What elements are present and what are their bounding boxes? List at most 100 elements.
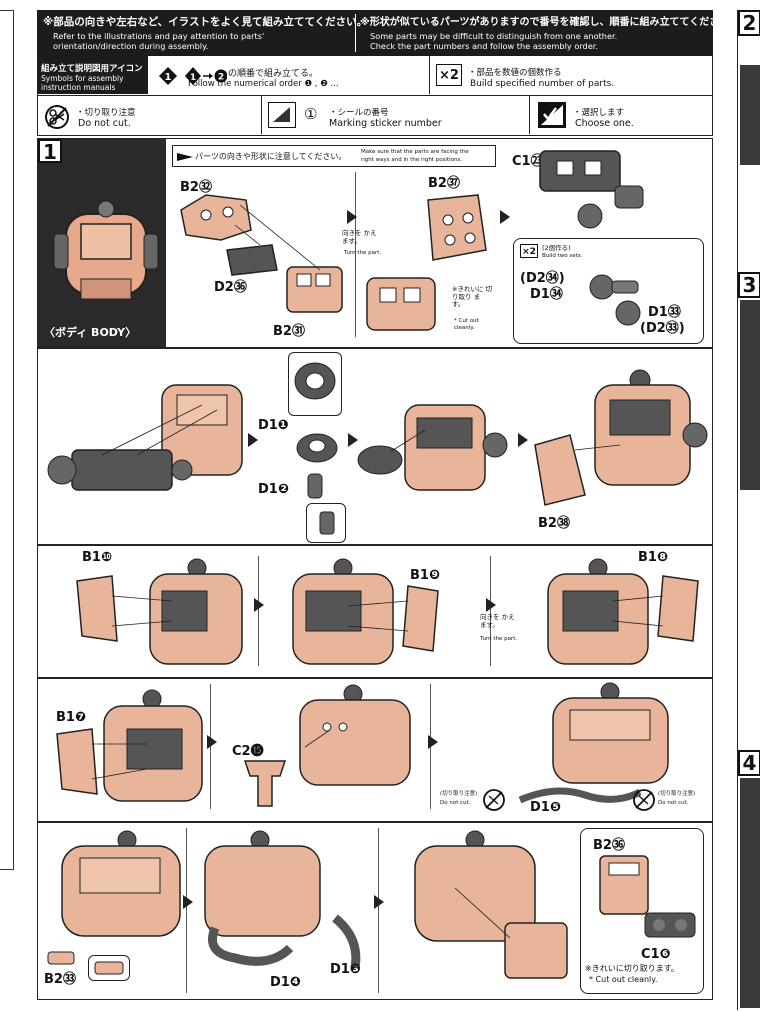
step1-body-panel: 1 〈ボディ BODY〉: [38, 139, 166, 347]
symbols-divider: [429, 56, 430, 94]
header-left-en2: orientation/direction during assembly.: [53, 41, 209, 51]
header-bar: ※部品の向きや左右など、イラストをよく見て組み立ててください。 Refer to…: [37, 10, 739, 56]
label-b1-10: B1❿: [82, 550, 112, 565]
build-two-icon: ×2: [520, 244, 538, 258]
part-c2-15: [243, 760, 287, 807]
next-arrow: [254, 598, 264, 612]
symbols-title: 組み立て説明図用アイコン Symbols for assembly instru…: [38, 56, 148, 94]
sticker-icon: [268, 102, 296, 128]
label-d1-33: D1㉝: [648, 305, 681, 320]
multiply-icon: ×2: [436, 64, 462, 86]
cut-note-en-left: Do not cut.: [440, 800, 471, 806]
build-two-panel: ×2 (2個作る) Build two sets. (D2㉞) D1㉞ D1㉝ …: [513, 238, 704, 344]
next-arrow: [486, 598, 496, 612]
row4-illustration-1: [56, 689, 203, 802]
symbols-row-2: ・切り取り注意 Do not cut. ① ・シールの番号 Marking st…: [37, 96, 713, 136]
step1-frame: [37, 138, 713, 1000]
label-b1-9: B1❾: [410, 568, 440, 583]
part-b2-31: [286, 266, 343, 313]
header-right-en2: Check the part numbers and follow the as…: [370, 41, 599, 51]
symbols-title-jp: 組み立て説明図用アイコン: [41, 64, 143, 74]
row-divider-2: [38, 544, 712, 546]
row5-divider-2: [378, 828, 379, 993]
orientation-note: パーツの向きや形状に注意してください。 Make sure that the p…: [172, 145, 496, 167]
cutout-jp-1: ※きれいに 切り取り ます。: [452, 285, 493, 308]
label-d2-36: D2㊱: [214, 280, 247, 295]
prev-page-strip: [0, 10, 14, 870]
order-jp: の順番で組み立てる。: [228, 69, 319, 79]
next-step-4-art: [740, 778, 760, 1008]
part-c1-6: [644, 912, 696, 938]
scissors-icon: [482, 788, 506, 816]
part-d1-1: [296, 433, 338, 463]
row4-illustration-3: [552, 682, 669, 784]
scissors-icon: [44, 104, 70, 134]
label-d1-5: D1❺: [530, 800, 561, 815]
row1-divider-1: [355, 172, 356, 337]
choose-en: Choose one.: [575, 118, 634, 129]
svg-text:1: 1: [190, 73, 196, 83]
cutout-jp-2: ※きれいに切り取ります。: [585, 964, 679, 973]
label-c2-15: C2⓯: [232, 744, 264, 759]
row2-illustration-2: [357, 404, 508, 491]
label-b2-32: B2㉜: [180, 180, 212, 195]
part-d2-36: [226, 244, 278, 276]
header-right-en1: Some parts may be difficult to distingui…: [370, 31, 618, 41]
header-left-jp: ※部品の向きや左右など、イラストをよく見て組み立ててください。: [43, 16, 368, 28]
header-right-jp: ※形状が似ているパーツがありますので番号を確認し、順番に組み立ててください。: [360, 17, 740, 28]
symbols-title-en1: Symbols for assembly: [41, 74, 124, 83]
row5-illustration-2: [204, 830, 361, 969]
turn-en-2: Turn the part.: [480, 636, 518, 642]
svg-text:2: 2: [218, 73, 224, 83]
symbols-title-en2: instruction manuals: [41, 83, 116, 92]
label-d1-3: D1❸: [330, 962, 361, 977]
cut-en: Do not cut.: [78, 118, 131, 129]
choose-jp: ・選択します: [573, 108, 625, 118]
row5-divider-1: [186, 828, 187, 993]
row5-detail-panel: B2㊱ C1❻ ※きれいに切り取ります。 * Cut out cleanly.: [580, 828, 704, 994]
multiply-jp: ・部品を数値の個数作る: [468, 68, 562, 78]
next-step-2: 2: [738, 10, 760, 36]
orientation-note-jp: パーツの向きや形状に注意してください。: [195, 152, 347, 161]
label-d2-33: (D2㉝): [640, 321, 685, 336]
row2-illustration-3: [534, 369, 708, 506]
label-d2-34: (D2㉞): [520, 271, 565, 286]
row4-illustration-2: [299, 684, 411, 786]
sticker-jp: ・シールの番号: [329, 108, 389, 118]
part-d1-2: [307, 473, 323, 499]
next-arrow: [347, 210, 357, 224]
header-left-en1: Refer to the illustrations and pay atten…: [53, 31, 265, 41]
part-d1-34: [589, 274, 639, 300]
part-assembled-1: [366, 277, 436, 331]
symbols-divider-3: [529, 96, 530, 134]
row3-illustration-1: [76, 558, 243, 665]
part-d1-5: [518, 787, 642, 804]
header-divider: [355, 14, 356, 52]
label-c1-23: C1㉓: [512, 154, 544, 169]
next-step-2-art: [740, 65, 760, 165]
label-b1-7: B1❼: [56, 710, 86, 725]
next-step-3-art: [740, 300, 760, 490]
part-b2-32: [180, 194, 252, 241]
build-two-jp: (2個作る): [542, 244, 571, 252]
step-number: 1: [38, 139, 62, 163]
row-divider-3: [38, 677, 712, 679]
label-b2-33: B2㉝: [44, 972, 76, 987]
label-c1-6: C1❻: [641, 947, 671, 962]
scissors-icon: [632, 788, 656, 816]
label-d1-34: D1㉞: [530, 287, 563, 302]
next-arrow: [374, 895, 384, 909]
cutout-en-1: * Cut out cleanly.: [454, 318, 479, 331]
cut-note-jp-left: (切り取り注意): [440, 791, 478, 797]
next-arrow: [183, 895, 193, 909]
body-label: 〈ボディ BODY〉: [44, 326, 137, 339]
multiply-en: Build specified number of parts.: [470, 79, 615, 89]
next-arrow: [428, 735, 438, 749]
part-b2-37: [427, 194, 487, 261]
row-divider-4: [38, 821, 712, 823]
next-arrow: [207, 735, 217, 749]
label-d1-4: D1❹: [270, 975, 301, 990]
build-two-en: Build two sets.: [542, 253, 583, 259]
turn-jp-1: 向きを かえます。: [342, 229, 377, 245]
order-icon: 1 1 2: [157, 65, 228, 91]
